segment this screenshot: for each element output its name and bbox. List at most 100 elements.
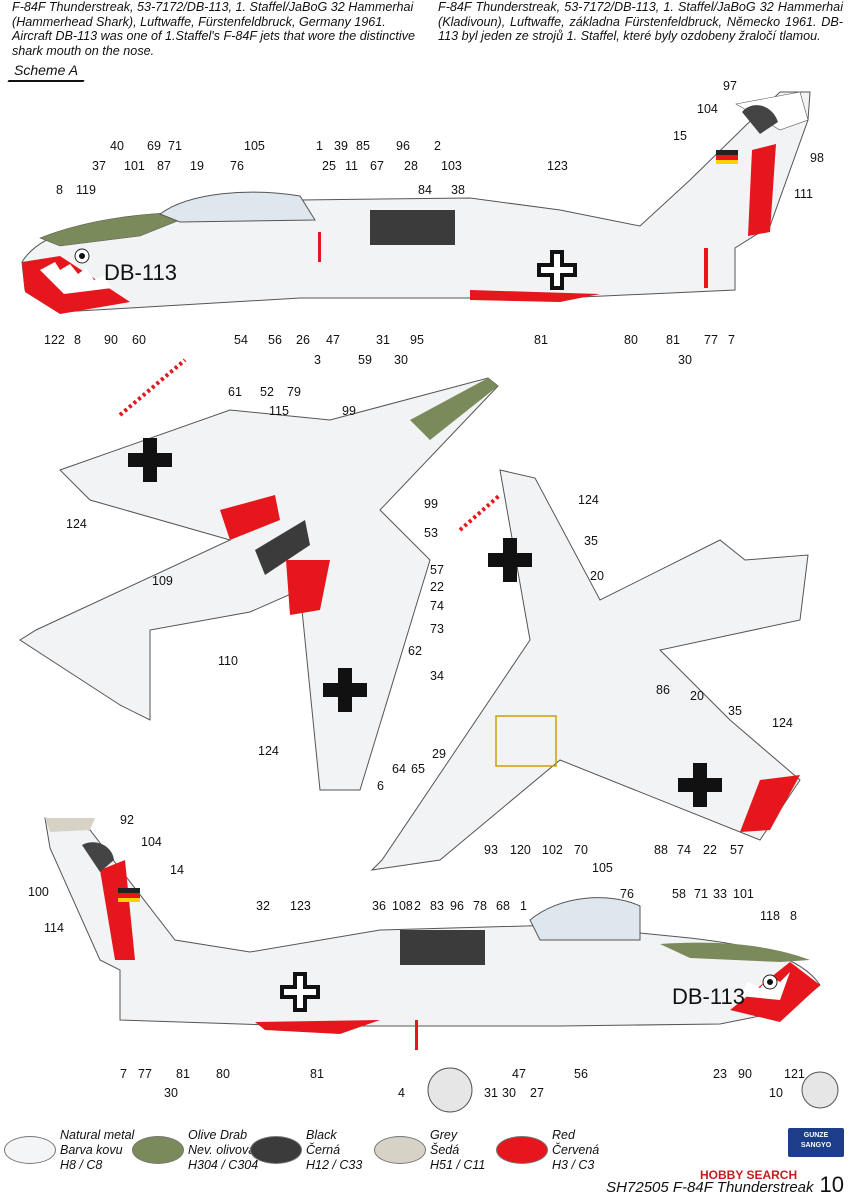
callout-number: 47	[326, 333, 340, 347]
callout-number: 30	[502, 1086, 516, 1100]
callout-number: 87	[157, 159, 171, 173]
side-profile-bottom: DB-113	[44, 817, 839, 1113]
callout-number: 57	[730, 843, 744, 857]
callout-number: 6	[377, 779, 384, 793]
callout-number: 101	[124, 159, 145, 173]
callout-number: 121	[784, 1067, 805, 1081]
callout-number: 81	[534, 333, 548, 347]
callout-number: 39	[334, 139, 348, 153]
callout-number: 81	[666, 333, 680, 347]
callouts-plan-top: 61 52 79 115 99 99 53 124 109 110 62 124	[66, 385, 438, 758]
callout-number: 124	[66, 517, 87, 531]
callout-number: 47	[512, 1067, 526, 1081]
callout-number: 2	[434, 139, 441, 153]
callout-number: 77	[138, 1067, 152, 1081]
callout-number: 52	[260, 385, 274, 399]
callout-number: 124	[578, 493, 599, 507]
callout-number: 111	[794, 187, 813, 201]
callout-number: 65	[411, 762, 425, 776]
callout-number: 96	[450, 899, 464, 913]
callout-number: 32	[256, 899, 270, 913]
callout-number: 120	[510, 843, 531, 857]
callout-number: 80	[624, 333, 638, 347]
callout-number: 92	[120, 813, 134, 827]
callout-number: 22	[703, 843, 717, 857]
callout-number: 40	[110, 139, 124, 153]
callout-number: 122	[44, 333, 65, 347]
callout-number: 69	[147, 139, 161, 153]
callout-number: 8	[56, 183, 63, 197]
callout-number: 80	[216, 1067, 230, 1081]
swatch-black	[250, 1136, 302, 1164]
callout-number: 76	[620, 887, 634, 901]
plan-view-lower	[370, 469, 809, 871]
description-english: F-84F Thunderstreak, 53-7172/DB-113, 1. …	[12, 0, 416, 58]
callout-number: 77	[704, 333, 718, 347]
callouts-side-bottom: 92 104 14 100 114 32 123 36 108 2 83 96 …	[28, 813, 805, 1100]
callout-number: 1	[520, 899, 527, 913]
callout-number: 59	[358, 353, 372, 367]
callout-number: 15	[673, 129, 687, 143]
callout-number: 8	[74, 333, 81, 347]
callout-number: 99	[342, 404, 356, 418]
callout-number: 74	[430, 599, 444, 613]
callout-number: 60	[132, 333, 146, 347]
callout-number: 10	[769, 1086, 783, 1100]
aircraft-artwork: DB-113 DB-113	[19, 79, 839, 1113]
callout-number: 118	[760, 909, 780, 923]
callouts-side-top: 1 39 85 96 2 40 69 71 37 101 87 19 76 10…	[44, 79, 824, 367]
callout-number: 23	[713, 1067, 727, 1081]
callout-number: 62	[408, 644, 422, 658]
callout-number: 56	[574, 1067, 588, 1081]
callout-number: 3	[314, 353, 321, 367]
callout-number: 81	[310, 1067, 324, 1081]
callout-number: 71	[168, 139, 182, 153]
callout-number: 124	[772, 716, 793, 730]
callout-number: 124	[258, 744, 279, 758]
callout-number: 105	[244, 139, 265, 153]
callout-number: 68	[496, 899, 510, 913]
callout-number: 26	[296, 333, 310, 347]
callout-number: 90	[738, 1067, 752, 1081]
callout-number: 110	[218, 654, 238, 668]
page-number: 10	[819, 1172, 844, 1197]
callout-number: 30	[678, 353, 692, 367]
callout-number: 88	[654, 843, 668, 857]
callout-number: 83	[430, 899, 444, 913]
callout-number: 11	[345, 159, 358, 173]
callout-number: 99	[424, 497, 438, 511]
callout-number: 27	[530, 1086, 544, 1100]
footer-title: SH72505 F-84F Thunderstreak	[606, 1179, 814, 1196]
callout-number: 109	[152, 574, 173, 588]
callout-number: 102	[542, 843, 563, 857]
callout-number: 115	[269, 404, 289, 418]
callout-number: 34	[430, 669, 444, 683]
swatch-natural-metal	[4, 1136, 56, 1164]
callout-number: 86	[656, 683, 670, 697]
watermark: HOBBY SEARCH	[700, 1168, 798, 1182]
callout-number: 64	[392, 762, 406, 776]
callout-number: 104	[697, 102, 718, 116]
callout-number: 56	[268, 333, 282, 347]
callout-number: 74	[677, 843, 691, 857]
callout-number: 36	[372, 899, 386, 913]
swatch-grey	[374, 1136, 426, 1164]
callout-number: 71	[694, 887, 708, 901]
callout-number: 31	[376, 333, 390, 347]
callout-number: 103	[441, 159, 462, 173]
callout-number: 101	[733, 887, 754, 901]
scheme-label: Scheme A	[14, 62, 79, 78]
callout-number: 54	[234, 333, 248, 347]
callout-number: 119	[76, 183, 96, 197]
side-profile-top: DB-113	[21, 91, 811, 314]
callout-number: 14	[170, 863, 184, 877]
callout-number: 2	[414, 899, 421, 913]
callout-number: 123	[290, 899, 311, 913]
callout-number: 8	[790, 909, 797, 923]
callout-number: 73	[430, 622, 444, 636]
code-bottom: DB-113	[672, 984, 745, 1009]
callout-number: 108	[392, 899, 413, 913]
callout-number: 7	[728, 333, 735, 347]
callout-number: 81	[176, 1067, 190, 1081]
callout-number: 61	[228, 385, 242, 399]
